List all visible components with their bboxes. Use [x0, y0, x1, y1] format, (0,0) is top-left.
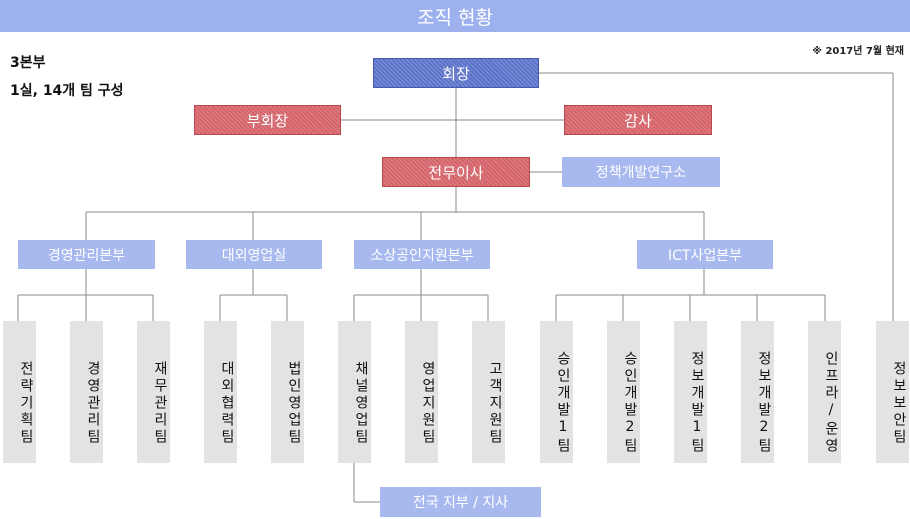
- title-banner: 조직 현황: [0, 0, 910, 32]
- division-external: 대외영업실: [186, 240, 322, 269]
- team-info-dev-1: 정보개발1팀: [674, 321, 707, 463]
- managing-director-box: 전무이사: [382, 157, 530, 187]
- managing-director-label: 전무이사: [428, 163, 484, 182]
- division-label: ICT사업본부: [668, 247, 742, 264]
- vice-chairman-box: 부회장: [194, 105, 341, 135]
- auditor-box: 감사: [564, 105, 712, 135]
- institute-label: 정책개발연구소: [595, 165, 687, 181]
- team-external-cooperation: 대외협력팀: [204, 321, 237, 463]
- chairman-label: 회장: [442, 64, 470, 83]
- chairman-box: 회장: [373, 58, 539, 88]
- division-label: 소상공인지원본부: [370, 247, 474, 264]
- vice-chairman-label: 부회장: [246, 111, 289, 130]
- team-sales-support: 영업지원팀: [405, 321, 438, 463]
- team-approval-dev-1: 승인개발1팀: [540, 321, 573, 463]
- division-small-business: 소상공인지원본부: [354, 240, 490, 269]
- team-info-security: 정보보안팀: [876, 321, 909, 463]
- division-label: 경영관리본부: [47, 247, 126, 264]
- team-corporate-sales: 법인영업팀: [271, 321, 304, 463]
- page-title: 조직 현황: [417, 6, 493, 29]
- team-business-management: 경영관리팀: [70, 321, 103, 463]
- division-management: 경영관리본부: [18, 240, 155, 269]
- branch-network-label: 전국 지부 / 지사: [412, 495, 509, 511]
- summary-teams: 1실, 14개 팀 구성: [10, 83, 124, 99]
- team-info-dev-2: 정보개발2팀: [741, 321, 774, 463]
- team-infra-operations: 인프라/운영: [808, 321, 841, 463]
- summary-divisions: 3본부: [10, 55, 46, 71]
- team-channel-sales: 채널영업팀: [338, 321, 371, 463]
- team-customer-support: 고객지원팀: [472, 321, 505, 463]
- team-strategy-planning: 전략기획팀: [3, 321, 36, 463]
- division-label: 대외영업실: [221, 247, 287, 264]
- institute-box: 정책개발연구소: [562, 157, 720, 187]
- team-approval-dev-2: 승인개발2팀: [607, 321, 640, 463]
- auditor-label: 감사: [624, 111, 652, 130]
- division-ict: ICT사업본부: [637, 240, 773, 269]
- branch-network-box: 전국 지부 / 지사: [380, 487, 541, 517]
- date-note: ※ 2017년 7월 현재: [812, 46, 904, 57]
- team-finance: 재무관리팀: [137, 321, 170, 463]
